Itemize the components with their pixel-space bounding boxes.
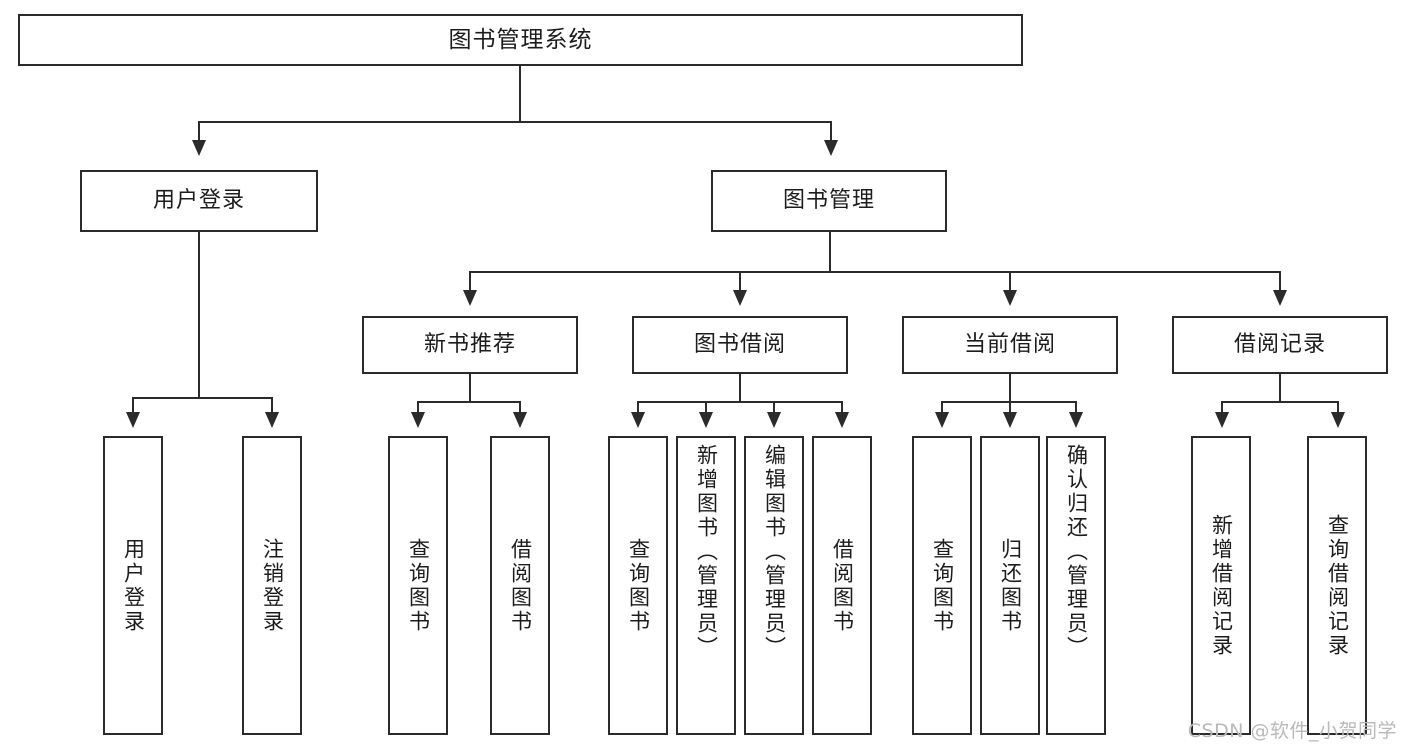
arrow-user-login-leaf2 (265, 412, 279, 428)
connector-book-borrow-leaf2 (705, 401, 707, 415)
arrow-new-book-leaf2 (513, 412, 527, 428)
node-label: 查询图书 (930, 537, 955, 634)
arrow-book-borrow-leaf1 (631, 412, 645, 428)
node-label: 确认归还（管理员） (1064, 444, 1089, 660)
arrow-book-borrow-leaf2 (699, 412, 713, 428)
node-user-login[interactable]: 用户登录 (80, 170, 318, 232)
node-label: 查询图书 (626, 537, 651, 634)
node-label: 新增图书（管理员） (694, 444, 719, 660)
connector-to-book-borrow (739, 271, 741, 293)
connector-level3-bus (469, 271, 1281, 273)
connector-user-login-down (198, 232, 200, 398)
connector-book-borrow-down (739, 374, 741, 402)
connector-to-current-borrow (1009, 271, 1011, 293)
connector-book-manage-down (829, 232, 831, 272)
arrow-new-book-leaf1 (411, 412, 425, 428)
connector-current-borrow-leaf1 (941, 401, 943, 415)
arrow-user-login-leaf1 (126, 412, 140, 428)
node-label: 归还图书 (998, 537, 1023, 634)
connector-current-borrow-leaf2 (1009, 401, 1011, 415)
node-label: 编辑图书（管理员） (762, 444, 787, 660)
connector-book-borrow-leaf4 (841, 401, 843, 415)
node-leaf-query-book-borrow[interactable]: 查询图书 (608, 436, 668, 735)
node-label: 图书借阅 (693, 332, 786, 357)
csdn-watermark: CSDN @软件_小贺同学 (1187, 720, 1397, 742)
connector-borrow-record-leaf2 (1337, 401, 1339, 415)
arrow-current-borrow-leaf2 (1003, 412, 1017, 428)
connector-level2-bus (198, 121, 832, 123)
node-label: 新书推荐 (423, 332, 516, 357)
connector-borrow-record-bus (1221, 401, 1339, 403)
connector-new-book-down (469, 374, 471, 402)
node-leaf-borrow-book[interactable]: 借阅图书 (812, 436, 872, 735)
node-book-borrow[interactable]: 图书借阅 (632, 316, 848, 374)
node-label: 注销登录 (260, 537, 285, 634)
node-leaf-borrow-book-recommend[interactable]: 借阅图书 (490, 436, 550, 735)
node-label: 查询借阅记录 (1325, 513, 1350, 658)
arrow-book-borrow-leaf4 (835, 412, 849, 428)
connector-to-borrow-record (1279, 271, 1281, 293)
connector-new-book-bus (417, 401, 521, 403)
connector-book-borrow-bus (637, 401, 841, 403)
connector-to-user-login (198, 121, 200, 143)
connector-user-login-bus (132, 397, 272, 399)
node-label: 新增借阅记录 (1209, 513, 1234, 658)
node-leaf-confirm-return-admin[interactable]: 确认归还（管理员） (1046, 436, 1106, 735)
connector-new-book-leaf2 (519, 401, 521, 415)
node-label: 用户登录 (121, 537, 146, 634)
node-book-management[interactable]: 图书管理 (711, 170, 947, 232)
node-leaf-query-book-recommend[interactable]: 查询图书 (388, 436, 448, 735)
connector-root-down (519, 66, 521, 122)
connector-user-login-leaf2 (271, 397, 273, 415)
connector-user-login-leaf1 (132, 397, 134, 415)
node-leaf-edit-book-admin[interactable]: 编辑图书（管理员） (744, 436, 804, 735)
connector-current-borrow-down (1009, 374, 1011, 402)
node-label: 当前借阅 (963, 332, 1056, 357)
connector-borrow-record-down (1279, 374, 1281, 402)
connector-to-new-book (469, 271, 471, 293)
arrow-to-current-borrow (1003, 290, 1017, 306)
node-label: 图书管理系统 (448, 26, 593, 53)
arrow-to-user-login (192, 140, 206, 156)
node-label: 借阅图书 (830, 537, 855, 634)
node-label: 用户登录 (152, 188, 245, 213)
connector-new-book-leaf1 (417, 401, 419, 415)
node-root-book-management-system[interactable]: 图书管理系统 (18, 14, 1023, 66)
node-leaf-logout[interactable]: 注销登录 (242, 436, 302, 735)
node-leaf-return-book[interactable]: 归还图书 (980, 436, 1040, 735)
connector-book-borrow-leaf3 (773, 401, 775, 415)
node-leaf-user-login[interactable]: 用户登录 (103, 436, 163, 735)
connector-current-borrow-leaf3 (1075, 401, 1077, 415)
node-leaf-query-book-current[interactable]: 查询图书 (912, 436, 972, 735)
arrow-book-borrow-leaf3 (767, 412, 781, 428)
arrow-to-new-book (463, 290, 477, 306)
node-label: 借阅图书 (508, 537, 533, 634)
arrow-current-borrow-leaf1 (935, 412, 949, 428)
node-leaf-query-borrow-record[interactable]: 查询借阅记录 (1307, 436, 1367, 735)
connector-to-book-manage (830, 121, 832, 143)
arrow-current-borrow-leaf3 (1069, 412, 1083, 428)
node-leaf-add-book-admin[interactable]: 新增图书（管理员） (676, 436, 736, 735)
node-new-book-recommend[interactable]: 新书推荐 (362, 316, 578, 374)
node-leaf-add-borrow-record[interactable]: 新增借阅记录 (1191, 436, 1251, 735)
connector-borrow-record-leaf1 (1221, 401, 1223, 415)
arrow-to-book-manage (824, 140, 838, 156)
connector-book-borrow-leaf1 (637, 401, 639, 415)
arrow-borrow-record-leaf1 (1215, 412, 1229, 428)
node-label: 查询图书 (406, 537, 431, 634)
node-current-borrow[interactable]: 当前借阅 (902, 316, 1118, 374)
node-label: 图书管理 (782, 188, 875, 213)
arrow-to-book-borrow (733, 290, 747, 306)
node-borrow-record[interactable]: 借阅记录 (1172, 316, 1388, 374)
node-label: 借阅记录 (1233, 332, 1326, 357)
arrow-to-borrow-record (1273, 290, 1287, 306)
arrow-borrow-record-leaf2 (1331, 412, 1345, 428)
